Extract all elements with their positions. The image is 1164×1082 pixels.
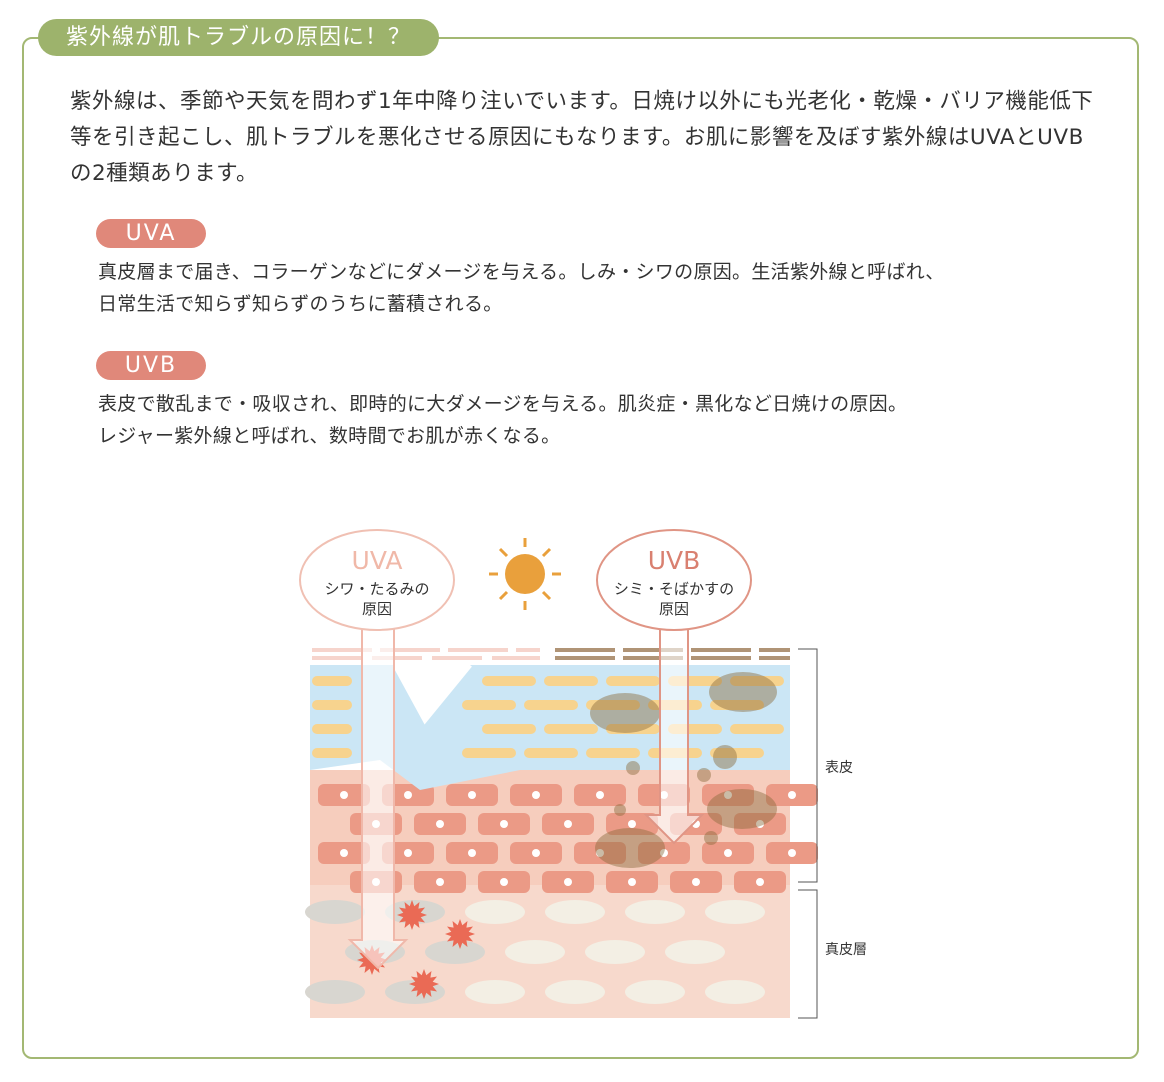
collagen-fibers <box>305 900 765 1004</box>
uvb-bubble-text: 原因 <box>659 600 689 618</box>
uva-description: 真皮層まで届き、コラーゲンなどにダメージを与える。しみ・シワの原因。生活紫外線と… <box>98 256 1098 320</box>
flat-cell <box>462 748 516 758</box>
uva-bubble-label: UVA <box>352 546 403 575</box>
fiber <box>625 980 685 1004</box>
fiber <box>465 900 525 924</box>
cell-nucleus <box>404 791 412 799</box>
fiber <box>505 940 565 964</box>
cell-nucleus <box>628 820 636 828</box>
fiber <box>665 940 725 964</box>
fiber <box>625 900 685 924</box>
uvb-line: 表皮で散乱まで・吸収され、即時的に大ダメージを与える。肌炎症・黒化など日焼けの原… <box>98 393 908 415</box>
damage-burst <box>409 969 439 999</box>
damage-burst <box>397 900 427 930</box>
intro-paragraph: 紫外線は、季節や天気を問わず1年中降り注いでいます。日焼け以外にも光老化・乾燥・… <box>70 89 1094 186</box>
fiber <box>545 980 605 1004</box>
uva-line: 真皮層まで届き、コラーゲンなどにダメージを与える。しみ・シワの原因。生活紫外線と… <box>98 261 945 283</box>
cell-nucleus <box>404 849 412 857</box>
cell-nucleus <box>596 791 604 799</box>
cell-nucleus <box>756 820 764 828</box>
cell-nucleus <box>532 849 540 857</box>
uva-line: 日常生活で知らず知らずのうちに蓄積される。 <box>98 293 503 315</box>
fiber <box>305 900 365 924</box>
fiber <box>425 940 485 964</box>
cell-nucleus <box>436 820 444 828</box>
sun-icon <box>489 538 561 610</box>
cell-nucleus <box>628 878 636 886</box>
fiber <box>305 980 365 1004</box>
fiber <box>585 940 645 964</box>
flat-cell <box>710 748 764 758</box>
flat-cell <box>482 676 536 686</box>
flat-cell <box>482 724 536 734</box>
flat-cell <box>462 700 516 710</box>
cell-nucleus <box>532 791 540 799</box>
cell-nucleus <box>500 820 508 828</box>
flat-cell <box>586 748 640 758</box>
flat-cell <box>524 700 578 710</box>
uva-arrow <box>347 624 409 970</box>
cell-nucleus <box>788 849 796 857</box>
flattened-cells <box>312 676 784 758</box>
cell-nucleus <box>564 878 572 886</box>
flat-cell <box>586 700 640 710</box>
content-frame <box>22 37 1139 1059</box>
cell-nucleus <box>436 878 444 886</box>
label-epidermis: 表皮 <box>825 760 853 776</box>
flat-cell <box>524 748 578 758</box>
uvb-bubble-text: シミ・そばかすの <box>614 580 734 598</box>
cell-nucleus <box>660 849 668 857</box>
fiber <box>545 900 605 924</box>
cell-nucleus <box>596 849 604 857</box>
layer-brackets <box>798 648 818 1019</box>
uva-bubble <box>299 529 455 631</box>
melanin-spots <box>590 672 777 868</box>
uva-bubble-text: シワ・たるみの <box>324 580 429 598</box>
cell-nucleus <box>692 878 700 886</box>
uvb-description: 表皮で散乱まで・吸収され、即時的に大ダメージを与える。肌炎症・黒化など日焼けの原… <box>98 388 1098 452</box>
cell-nucleus <box>340 849 348 857</box>
fiber <box>465 980 525 1004</box>
uvb-badge: UVB <box>96 351 206 380</box>
fiber <box>705 980 765 1004</box>
uvb-bubble <box>596 529 752 631</box>
flat-cell <box>312 724 352 734</box>
flat-cell <box>606 676 660 686</box>
cell-nucleus <box>468 849 476 857</box>
uvb-line: レジャー紫外線と呼ばれ、数時間でお肌が赤くなる。 <box>98 425 561 447</box>
damage-burst <box>445 919 475 949</box>
flat-cell <box>606 724 660 734</box>
cell-nucleus <box>340 791 348 799</box>
flat-cell <box>544 676 598 686</box>
flat-cell <box>710 700 764 710</box>
flat-cell <box>544 724 598 734</box>
cell-nucleus <box>468 791 476 799</box>
flat-cell <box>730 724 784 734</box>
uva-bubble-text: 原因 <box>362 600 392 618</box>
label-dermis: 真皮層 <box>825 942 867 958</box>
uvb-arrow <box>643 624 705 845</box>
fiber <box>705 900 765 924</box>
cell-nucleus <box>724 791 732 799</box>
section-title: 紫外線が肌トラブルの原因に！？ <box>38 19 440 56</box>
cell-nucleus <box>724 849 732 857</box>
cell-nucleus <box>788 791 796 799</box>
uvb-bubble-label: UVB <box>648 546 701 575</box>
cell-nucleus <box>756 878 764 886</box>
flat-cell <box>312 676 352 686</box>
cell-nucleus <box>564 820 572 828</box>
flat-cell <box>312 748 352 758</box>
flat-cell <box>730 676 784 686</box>
uva-badge: UVA <box>96 219 206 248</box>
flat-cell <box>312 700 352 710</box>
cell-nucleus <box>500 878 508 886</box>
